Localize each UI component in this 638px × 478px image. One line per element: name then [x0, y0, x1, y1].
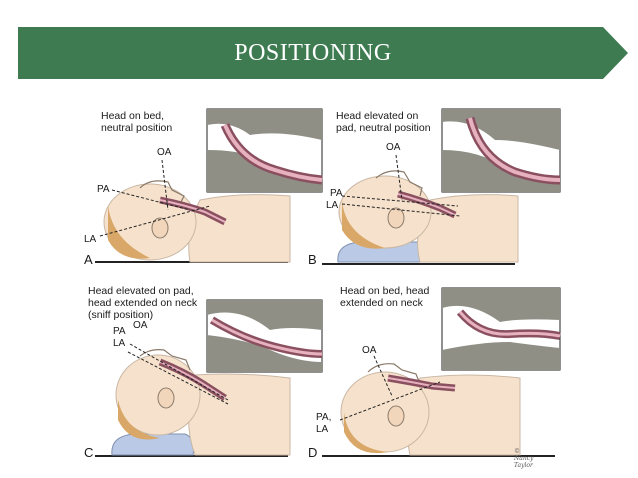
oa-axis	[129, 343, 229, 401]
airway-lumen	[397, 193, 456, 216]
inset-airway-lumen	[223, 124, 323, 182]
face-profile	[139, 180, 197, 213]
airway-lumen	[159, 199, 226, 223]
panel-d-caption: Head on bed, head extended on neck	[340, 285, 430, 309]
pa-axis	[341, 195, 459, 207]
airway-lumen	[387, 377, 456, 389]
panel-c-pa-label: PA	[113, 326, 126, 337]
panel-c-la-label: LA	[113, 338, 126, 349]
panel-c-caption: Head elevated on pad, head extended on n…	[88, 285, 198, 321]
panel-b-pa-label: PA	[330, 188, 343, 199]
panel-b-la-label: LA	[326, 200, 339, 211]
panel-a-oa-label: OA	[157, 147, 172, 158]
hair	[344, 412, 388, 454]
panel-c-oa-label: OA	[133, 320, 148, 331]
hair	[118, 400, 160, 440]
inset-tissue-upper	[207, 109, 322, 140]
panel-a-caption: Head on bed, neutral position	[101, 110, 173, 134]
panel-d-oa-label: OA	[362, 345, 377, 356]
oa-axis	[395, 154, 403, 201]
panel-a-la-label: LA	[84, 234, 97, 245]
page-title: POSITIONING	[234, 39, 392, 66]
panel-b-caption: Head elevated on pad, neutral position	[336, 110, 431, 134]
panel-d-pa-label: PA,	[316, 412, 332, 423]
face-profile	[367, 363, 421, 385]
panel-b-letter: B	[308, 252, 317, 267]
ear	[387, 405, 405, 427]
pa-axis	[111, 189, 191, 211]
artist-signature: © Nancy Taylor	[514, 448, 534, 469]
inset-tissue-lower	[207, 335, 322, 372]
inset-airway-lumen	[458, 311, 561, 338]
la-axis	[99, 205, 211, 237]
inset-airway-lumen	[468, 117, 561, 182]
panel-a-letter: A	[84, 252, 93, 267]
inset-airway-lumen	[211, 318, 323, 356]
hair	[108, 205, 150, 259]
ear	[387, 207, 405, 229]
pa-la-axis	[127, 351, 229, 405]
inset-tissue-upper	[207, 300, 322, 330]
inset-tissue-upper	[442, 288, 560, 322]
ear	[157, 387, 175, 409]
banner-arrow-shape	[18, 27, 628, 79]
panel-c-letter: C	[84, 445, 94, 460]
panel-a-pa-label: PA	[97, 184, 110, 195]
pa-la-axis	[339, 381, 441, 421]
panel-b-oa-label: OA	[386, 142, 401, 153]
face-profile	[139, 349, 191, 371]
title-banner: POSITIONING	[18, 27, 628, 79]
hair	[342, 200, 385, 249]
oa-axis	[161, 159, 169, 211]
oa-axis	[373, 355, 393, 397]
inset-tissue-lower	[442, 150, 560, 192]
inset-tissue-lower	[442, 342, 560, 370]
ear	[151, 217, 169, 239]
panel-d-letter: D	[308, 445, 318, 460]
face-profile	[375, 170, 423, 197]
panel-d-la-label: LA	[316, 424, 329, 435]
